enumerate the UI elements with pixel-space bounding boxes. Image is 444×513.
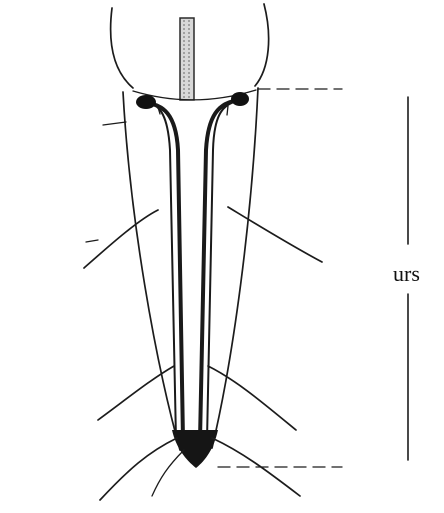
side-marks xyxy=(86,122,126,242)
stylet xyxy=(180,18,194,100)
scale-guides xyxy=(218,89,342,467)
internal-ducts xyxy=(136,92,249,440)
scale-bar-label: urs xyxy=(393,263,420,285)
segment-walls xyxy=(123,88,258,450)
